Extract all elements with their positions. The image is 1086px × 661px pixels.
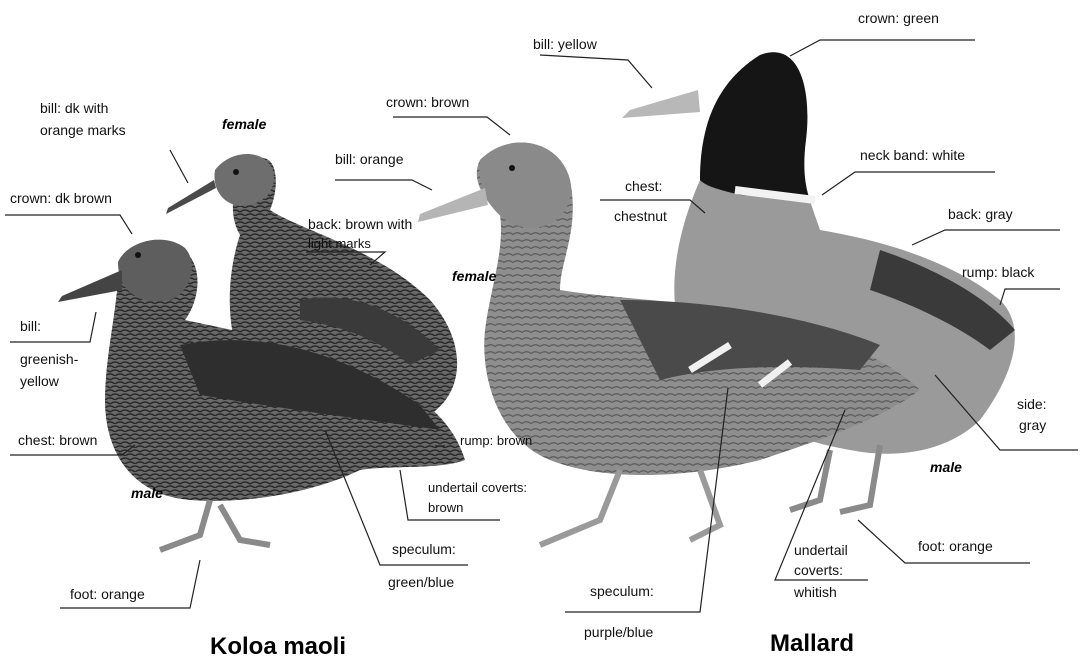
koloa-bill-male-label-3: yellow [20,373,59,390]
mallard-speculum-label-2: purple/blue [584,624,653,641]
leader-line-mallard-rump [1000,289,1060,305]
koloa-back-label-1: back: brown with [308,216,412,233]
mallard-bill-orange-label: bill: orange [335,151,404,168]
species-title-koloa: Koloa maoli [210,633,346,661]
koloa-bill-female-label-1: bill: dk with [40,100,108,117]
mallard-chest-label-2: chestnut [614,208,667,225]
species-title-mallard: Mallard [770,630,854,658]
mallard-foot-label: foot: orange [918,538,993,555]
koloa-undertail-label-1: undertail coverts: [428,479,527,496]
mallard-male-sex-label: male [930,459,962,475]
leader-line-mallard-speculum [565,388,728,612]
koloa-back-label-2: light marks [308,235,371,252]
mallard-side-label-1: side: [1017,396,1047,413]
koloa-crown-label: crown: dk brown [10,190,112,207]
mallard-back-label: back: gray [948,206,1013,223]
koloa-chest-label: chest: brown [18,432,97,449]
mallard-undertail-label-3: whitish [794,584,837,601]
leader-line-mallard-bill-orange [335,180,432,190]
leader-line-mallard-crown-brown [393,117,510,135]
mallard-neck-band-label: neck band: white [860,147,965,164]
leader-line-mallard-back [912,230,1060,245]
mallard-bill-yellow-label: bill: yellow [533,36,597,53]
mallard-crown-brown-label: crown: brown [386,94,469,111]
mallard-female-sex-label: female [452,268,496,284]
leader-line-koloa-back [306,252,385,265]
mallard-side-label-2: gray [1019,417,1046,434]
leader-line-mallard-crown-green [790,40,975,56]
koloa-undertail-label-2: brown [428,499,463,516]
koloa-rump-label: rump: brown [460,432,532,449]
leader-line-koloa-bill-female [170,150,188,183]
leader-line-mallard-bill-yellow [540,55,652,88]
mallard-undertail-label-1: undertail [794,542,848,559]
mallard-speculum-label-1: speculum: [590,583,654,600]
leader-line-mallard-neck-band [822,172,995,195]
mallard-undertail-label-2: coverts: [794,562,843,579]
koloa-bill-male-label-1: bill: [20,318,41,335]
koloa-female-sex-label: female [222,116,266,132]
leader-line-mallard-side [935,375,1078,450]
leader-line-koloa-crown [5,215,132,234]
mallard-crown-green-label: crown: green [858,10,939,27]
koloa-foot-label: foot: orange [70,586,145,603]
koloa-male-sex-label: male [131,485,163,501]
koloa-bill-male-label-2: greenish- [20,351,78,368]
koloa-speculum-label-1: speculum: [392,541,456,558]
mallard-chest-label-1: chest: [625,178,662,195]
koloa-bill-female-label-2: orange marks [40,122,126,139]
mallard-rump-label: rump: black [962,264,1034,281]
koloa-speculum-label-2: green/blue [388,574,454,591]
